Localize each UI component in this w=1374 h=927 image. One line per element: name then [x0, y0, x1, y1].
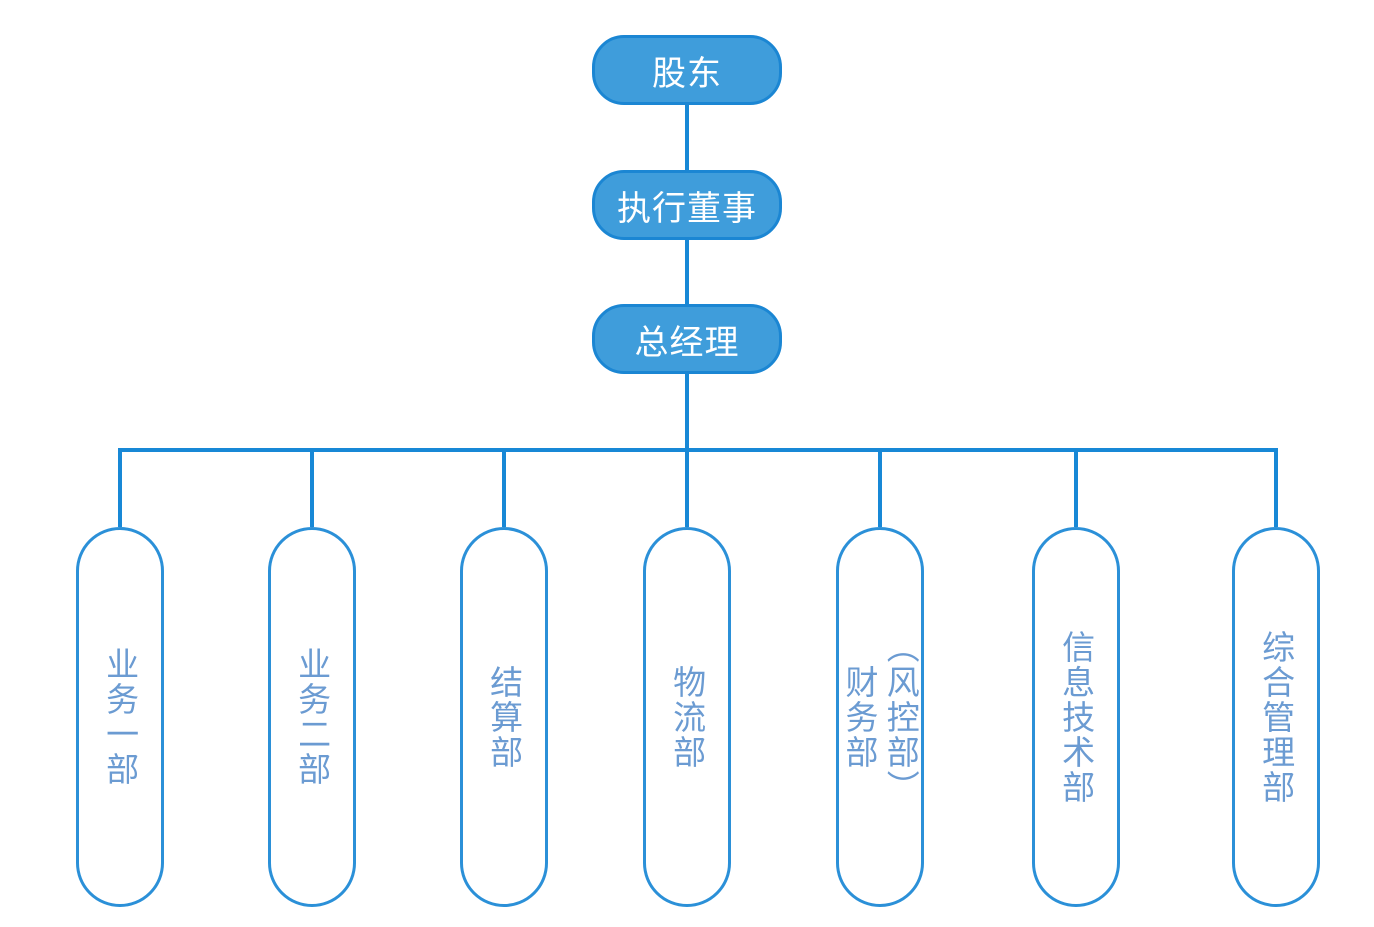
dept-pill-business-dept-2-label: 业务二部: [293, 647, 331, 787]
connector-drop-business-dept-1: [118, 448, 122, 527]
dept-pill-logistics-dept-label: 物流部: [668, 664, 706, 770]
dept-pill-finance-risk-dept: 财务部 （风控部）: [836, 527, 924, 907]
dept-pill-settlement-dept-label: 结算部: [485, 664, 523, 770]
dept-pill-general-mgmt-dept-label: 综合管理部: [1257, 629, 1295, 805]
dept-pill-info-tech-dept: 信息技术部: [1032, 527, 1120, 907]
connector-shareholders-to-executive-director: [685, 105, 689, 170]
dept-pill-business-dept-2: 业务二部: [268, 527, 356, 907]
dept-pill-info-tech-dept-label: 信息技术部: [1057, 629, 1095, 805]
org-node-general-manager-label: 总经理: [634, 323, 740, 362]
dept-pill-finance-risk-dept-label: 财务部 （风控部）: [841, 629, 920, 805]
connector-drop-info-tech-dept: [1074, 448, 1078, 527]
dept-pill-logistics-dept: 物流部: [643, 527, 731, 907]
connector-drop-finance-risk-dept: [878, 448, 882, 527]
dept-pill-general-mgmt-dept: 综合管理部: [1232, 527, 1320, 907]
dept-pill-business-dept-1-label: 业务一部: [101, 647, 139, 787]
dept-pill-business-dept-1: 业务一部: [76, 527, 164, 907]
org-node-shareholders-label: 股东: [652, 54, 722, 93]
connector-drop-business-dept-2: [310, 448, 314, 527]
org-node-executive-director: 执行董事: [592, 170, 782, 240]
org-node-shareholders: 股东: [592, 35, 782, 105]
org-node-general-manager: 总经理: [592, 304, 782, 374]
connector-horizontal-bus: [118, 448, 1278, 452]
connector-drop-settlement-dept: [502, 448, 506, 527]
connector-drop-general-mgmt-dept: [1274, 448, 1278, 527]
dept-pill-settlement-dept: 结算部: [460, 527, 548, 907]
connector-executive-director-to-general-manager: [685, 240, 689, 304]
org-node-executive-director-label: 执行董事: [617, 189, 757, 228]
